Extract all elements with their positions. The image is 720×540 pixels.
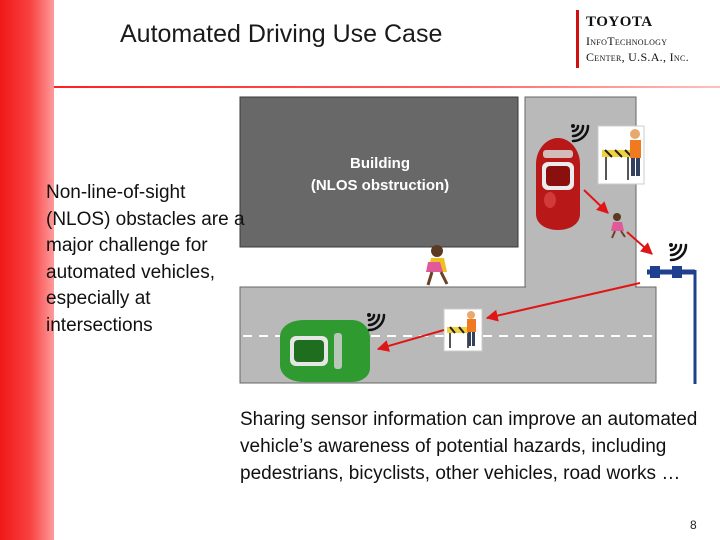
sharing-arrow [485, 282, 641, 322]
road-works-barrier-icon [443, 308, 483, 352]
logo-line-1: InfoTechnology [586, 34, 668, 48]
pedestrian-icon [426, 245, 449, 286]
accent-bar [0, 0, 54, 540]
wireless-signal-icon [367, 313, 386, 332]
green-car-icon [280, 320, 370, 382]
roadside-unit-pole-icon [647, 266, 697, 384]
sharing-description: Sharing sensor information can improve a… [240, 409, 698, 484]
road-works-barrier-icon [597, 125, 645, 185]
title-underline [54, 86, 720, 88]
logo-line-2: Center, U.S.A., Inc. [586, 50, 689, 64]
company-logo: TOYOTA InfoTechnology Center, U.S.A., In… [576, 8, 716, 70]
red-car-icon [536, 138, 580, 230]
sensing-arrow [626, 231, 653, 255]
nlos-description: Non-line-of-sight (NLOS) obstacles are a… [46, 182, 245, 336]
sensing-arrow [583, 189, 609, 214]
page-number: 8 [690, 518, 697, 532]
slide-title: Automated Driving Use Case [120, 20, 443, 48]
wireless-signal-icon [571, 124, 590, 143]
sharing-arrow [376, 329, 445, 352]
logo-rule [576, 10, 579, 68]
wireless-signal-icon [669, 243, 688, 262]
logo-brand: TOYOTA [586, 14, 653, 30]
building-label-line2: (NLOS obstruction) [311, 177, 449, 194]
building-label-line1: Building [350, 155, 410, 172]
pedestrian-icon [611, 213, 626, 239]
building-block [239, 96, 519, 248]
